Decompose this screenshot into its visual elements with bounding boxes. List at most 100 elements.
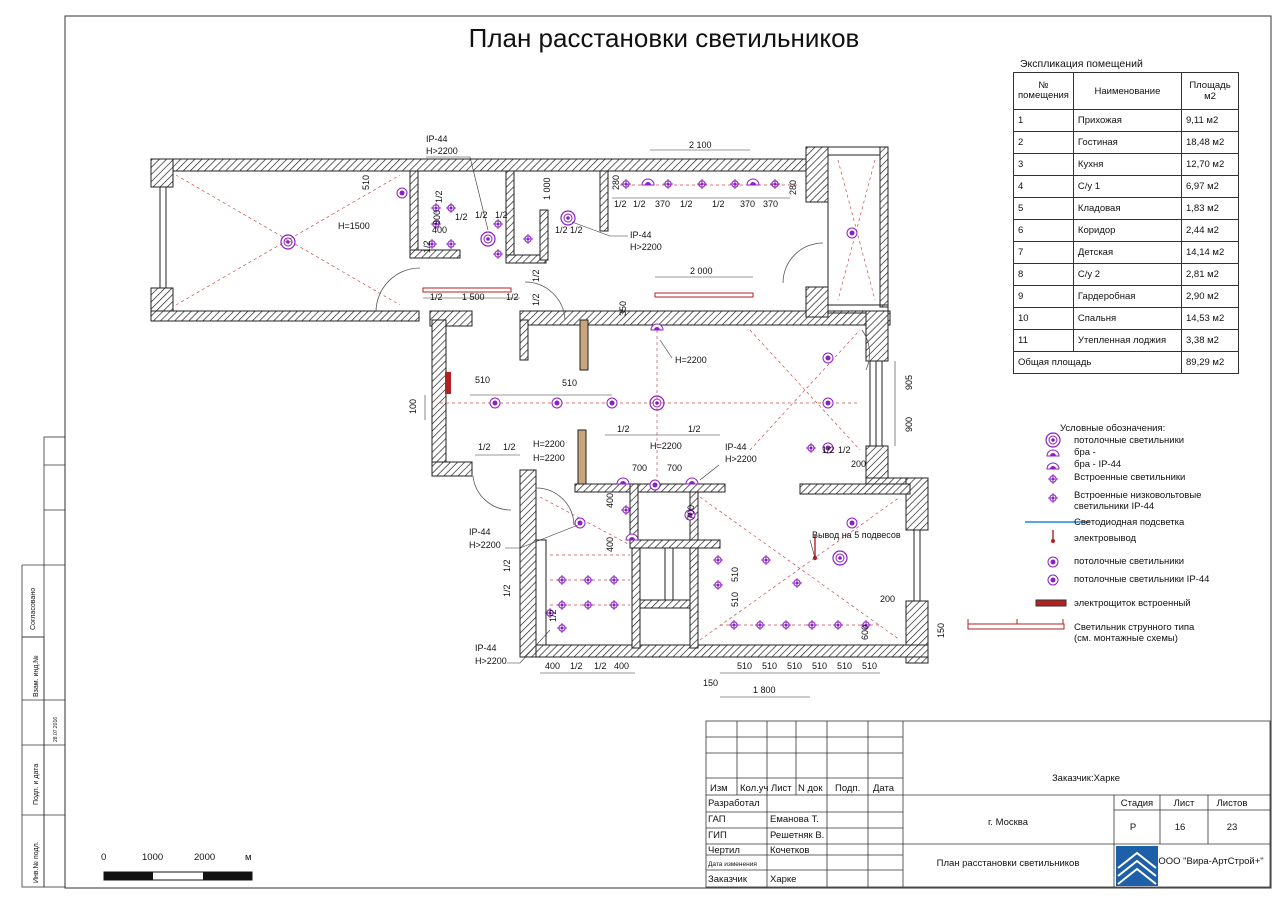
- svg-text:700: 700: [632, 463, 647, 473]
- svg-text:510: 510: [730, 592, 740, 607]
- col-area: Площадь м2: [1181, 72, 1239, 110]
- company-logo: [1116, 846, 1158, 886]
- svg-text:Вывод на 5 подвесов: Вывод на 5 подвесов: [812, 530, 901, 540]
- table-cell-name: С/у 1: [1072, 175, 1183, 198]
- svg-text:1/2: 1/2: [455, 212, 468, 222]
- svg-text:IP-44: IP-44: [630, 230, 652, 240]
- svg-text:150: 150: [936, 623, 946, 638]
- total-label: Общая площадь: [1013, 351, 1182, 374]
- svg-text:Кол.уч: Кол.уч: [740, 783, 769, 794]
- table-cell-area: 3,38 м2: [1181, 329, 1239, 352]
- svg-text:150: 150: [703, 678, 718, 688]
- svg-text:400: 400: [614, 661, 629, 671]
- svg-text:H>2200: H>2200: [630, 242, 662, 252]
- svg-text:510: 510: [862, 661, 877, 671]
- svg-text:400: 400: [605, 493, 615, 508]
- svg-text:потолочные светильники: потолочные светильники: [1074, 435, 1184, 446]
- svg-text:1/2: 1/2: [680, 199, 693, 209]
- svg-text:1/2: 1/2: [838, 445, 851, 455]
- svg-text:200: 200: [851, 459, 866, 469]
- scale-bar: 0 1000 2000 м: [101, 852, 253, 881]
- table-cell-n: 3: [1013, 153, 1074, 176]
- svg-text:1/2: 1/2: [502, 584, 512, 597]
- svg-text:Чертил: Чертил: [708, 845, 740, 856]
- leader-lines: [426, 156, 816, 664]
- table-cell-area: 6,97 м2: [1181, 175, 1239, 198]
- svg-text:Листов: Листов: [1217, 798, 1248, 809]
- svg-text:400: 400: [545, 661, 560, 671]
- svg-text:потолочные светильники IP-44: потолочные светильники IP-44: [1074, 574, 1209, 585]
- svg-text:ГИП: ГИП: [708, 830, 727, 841]
- svg-text:H=2200: H=2200: [533, 439, 565, 449]
- svg-text:400: 400: [432, 225, 447, 235]
- svg-text:IP-44: IP-44: [469, 527, 491, 537]
- svg-text:Согласовано: Согласовано: [30, 588, 37, 630]
- svg-text:1/2: 1/2: [570, 225, 583, 235]
- table-cell-area: 18,48 м2: [1181, 131, 1239, 154]
- svg-text:Харке: Харке: [770, 874, 796, 885]
- svg-text:700: 700: [667, 463, 682, 473]
- table-cell-n: 5: [1013, 197, 1074, 220]
- svg-text:2 000: 2 000: [690, 266, 713, 276]
- svg-text:1/2: 1/2: [475, 210, 488, 220]
- plan-lamps: [280, 178, 872, 634]
- svg-text:N док: N док: [798, 783, 823, 794]
- svg-text:510: 510: [562, 378, 577, 388]
- table-cell-n: 4: [1013, 175, 1074, 198]
- svg-text:1/2: 1/2: [531, 293, 541, 306]
- svg-text:потолочные светильники: потолочные светильники: [1074, 556, 1184, 567]
- table-cell-name: Гардеробная: [1072, 285, 1183, 308]
- svg-text:1 500: 1 500: [462, 292, 485, 302]
- svg-text:1/2: 1/2: [614, 199, 627, 209]
- svg-text:Разработал: Разработал: [708, 798, 760, 809]
- svg-text:700: 700: [686, 505, 696, 520]
- svg-text:600: 600: [860, 625, 870, 640]
- svg-text:электровывод: электровывод: [1074, 533, 1137, 544]
- svg-text:Условные обозначения:: Условные обозначения:: [1060, 423, 1165, 434]
- svg-text:400: 400: [605, 537, 615, 552]
- title-block: [705, 720, 1271, 888]
- svg-text:Дата: Дата: [873, 783, 895, 794]
- svg-text:1/2: 1/2: [495, 210, 508, 220]
- table-cell-n: 6: [1013, 219, 1074, 242]
- svg-text:Подп. и дата: Подп. и дата: [33, 764, 40, 805]
- dimension-lines: [423, 149, 896, 698]
- svg-text:Стадия: Стадия: [1121, 798, 1153, 809]
- table-cell-area: 14,53 м2: [1181, 307, 1239, 330]
- table-cell-name: Детская: [1072, 241, 1183, 264]
- svg-text:IP-44: IP-44: [725, 442, 747, 452]
- svg-text:Заказчик:Харке: Заказчик:Харке: [1052, 773, 1120, 784]
- svg-text:1/2: 1/2: [594, 661, 607, 671]
- svg-text:IP-44: IP-44: [475, 643, 497, 653]
- svg-text:Лист: Лист: [1174, 798, 1195, 809]
- table-cell-n: 8: [1013, 263, 1074, 286]
- table-cell-n: 9: [1013, 285, 1074, 308]
- plan-annotations: IP-44 H>2200 2 100 H=1500 IP-44 H>2200 2…: [338, 134, 946, 695]
- explication-caption: Экспликация помещений: [1020, 58, 1143, 70]
- svg-text:280: 280: [788, 180, 798, 195]
- svg-text:280: 280: [611, 175, 621, 190]
- svg-text:0: 0: [101, 852, 106, 863]
- svg-text:Встроенные светильники: Встроенные светильники: [1074, 472, 1185, 483]
- svg-text:Светодиодная подсветка: Светодиодная подсветка: [1074, 517, 1185, 528]
- svg-text:370: 370: [655, 199, 670, 209]
- svg-text:510: 510: [787, 661, 802, 671]
- table-cell-area: 14,14 м2: [1181, 241, 1239, 264]
- table-cell-name: С/у 2: [1072, 263, 1183, 286]
- svg-text:H>2200: H>2200: [475, 656, 507, 666]
- table-cell-area: 2,81 м2: [1181, 263, 1239, 286]
- doors: [375, 242, 870, 526]
- svg-text:1 800: 1 800: [753, 685, 776, 695]
- table-cell-name: Гостиная: [1072, 131, 1183, 154]
- svg-text:IP-44: IP-44: [426, 134, 448, 144]
- table-cell-name: Коридор: [1072, 219, 1183, 242]
- table-cell-area: 1,83 м2: [1181, 197, 1239, 220]
